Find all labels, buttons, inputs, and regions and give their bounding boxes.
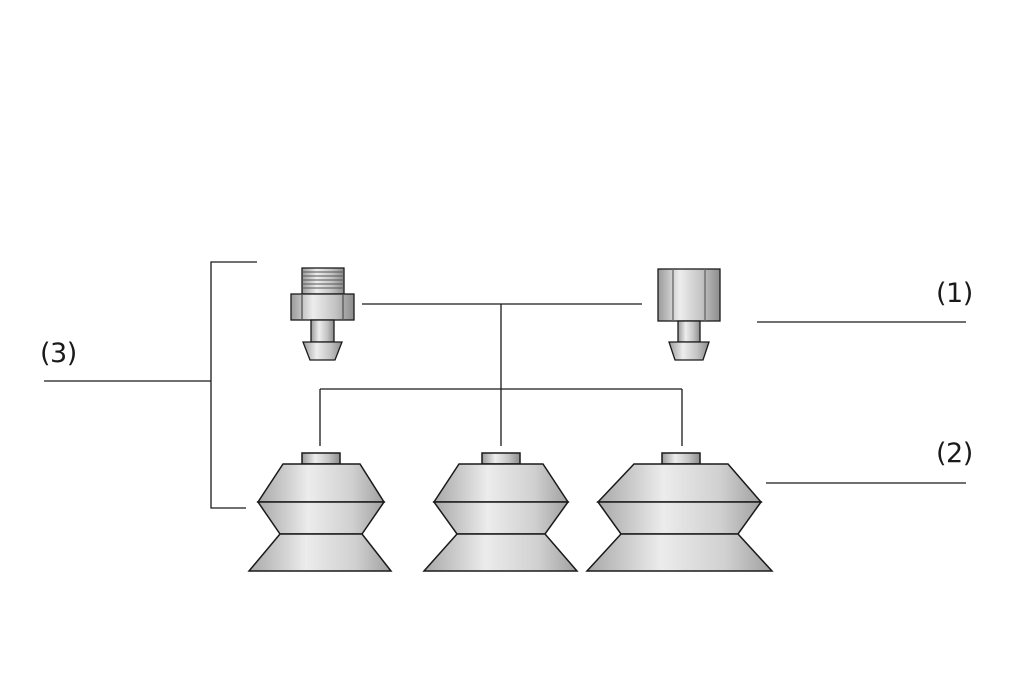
suction-cup-middle [422,452,579,572]
suction-cup-right [585,452,774,572]
leader-lines [44,261,966,509]
callout-label-2: (2) [936,438,973,469]
threaded-fitting [290,267,355,361]
female-fitting [657,268,721,361]
callout-3-bracket [210,261,257,509]
suction-cup-left [247,452,393,572]
callout-label-1: (1) [936,278,973,309]
callout-label-3: (3) [40,338,77,369]
